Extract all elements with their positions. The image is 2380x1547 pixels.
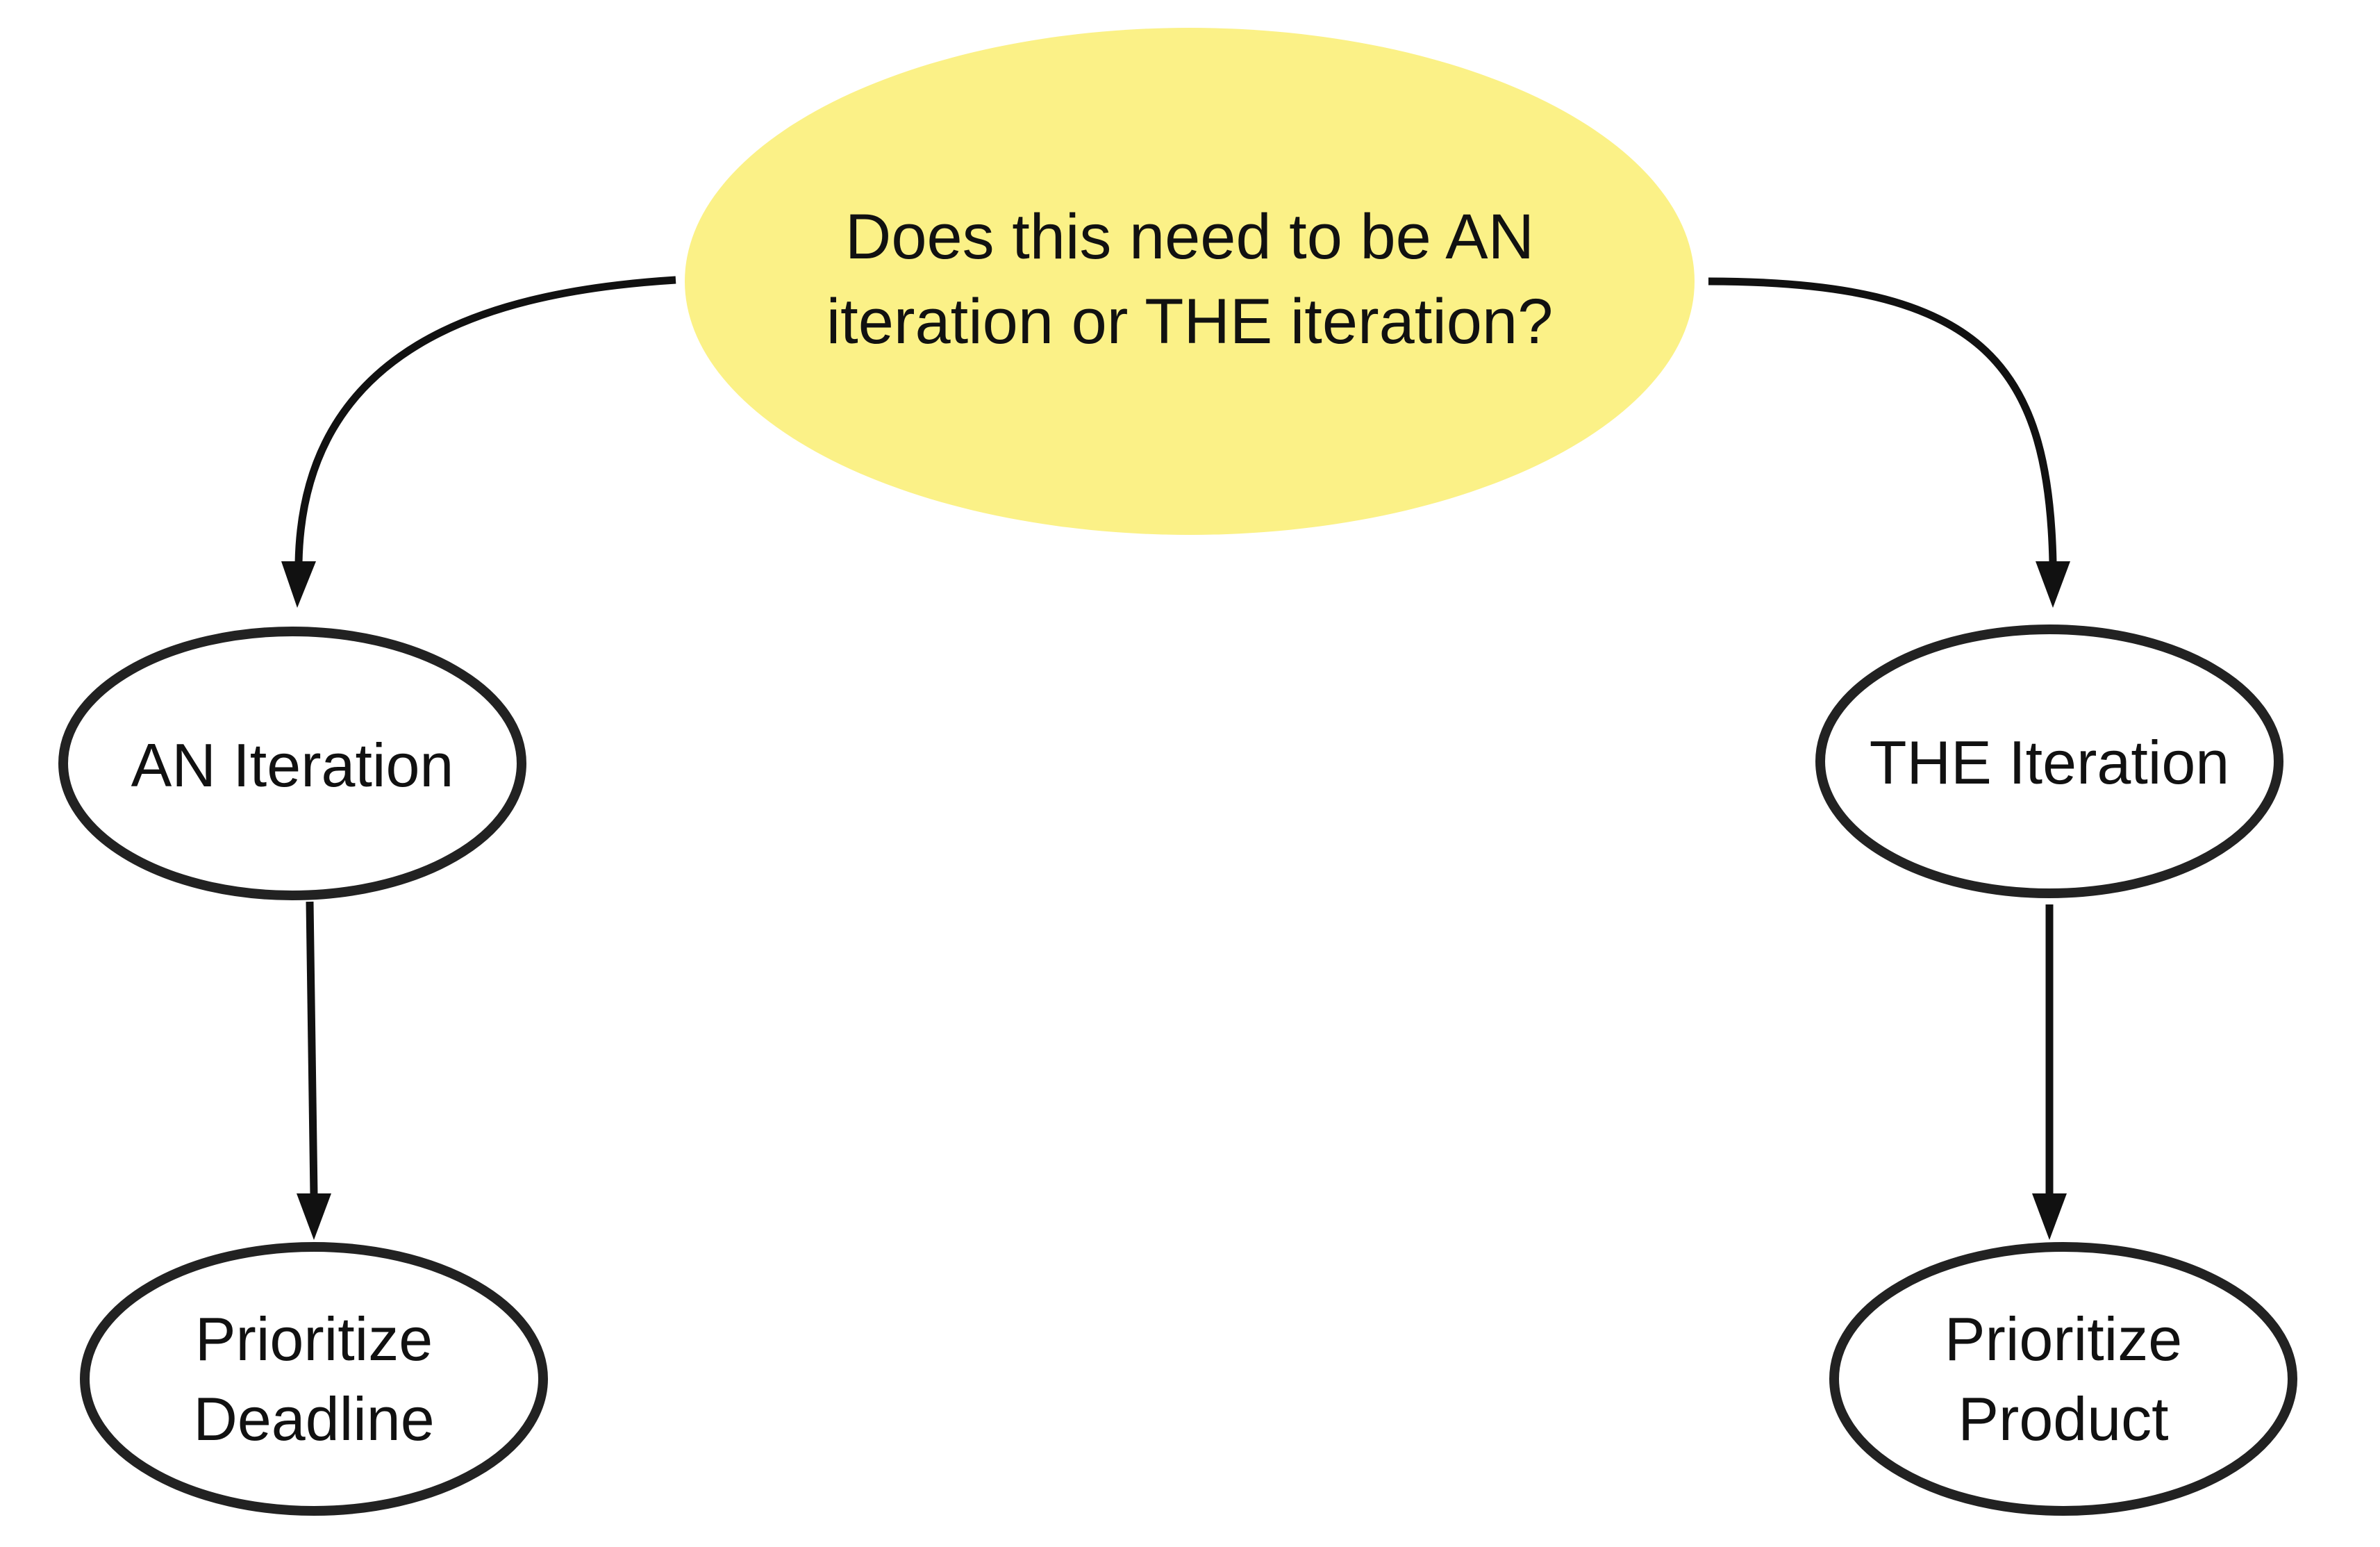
prioritize-product-line-1: Prioritize (1945, 1305, 2182, 1373)
edges (281, 276, 2070, 1240)
the-iteration-node-shape (1815, 624, 2283, 898)
arrowhead-prioritize-product (2032, 1193, 2067, 1240)
an-iteration-node-shape (58, 627, 526, 900)
prioritize-deadline-line-2: Deadline (193, 1384, 434, 1453)
prioritize-product-node-shape (1829, 1242, 2297, 1516)
arrowhead-an-iteration (281, 561, 316, 608)
arrowhead-prioritize-deadline (297, 1193, 331, 1240)
root-node-shape (685, 28, 1695, 535)
prioritize-deadline-line-1: Prioritize (195, 1305, 433, 1373)
prioritize-deadline-node[interactable]: Prioritize Deadline (80, 1242, 548, 1516)
an-iteration-label: AN Iteration (131, 731, 454, 800)
root-node[interactable]: Does this need to be AN iteration or THE… (685, 28, 1695, 535)
the-iteration-node[interactable]: THE Iteration (1815, 624, 2283, 898)
prioritize-product-node[interactable]: Prioritize Product (1829, 1242, 2297, 1516)
the-iteration-label: THE Iteration (1870, 728, 2229, 797)
root-node-line-1: Does this need to be AN (845, 201, 1534, 272)
prioritize-deadline-node-shape (80, 1242, 548, 1516)
an-iteration-node[interactable]: AN Iteration (58, 627, 526, 900)
root-node-line-2: iteration or THE iteration? (826, 286, 1554, 357)
edge-an-iteration-to-prioritize-deadline (306, 901, 318, 1196)
prioritize-product-line-2: Product (1958, 1384, 2168, 1453)
edge-root-to-the-iteration (1708, 277, 2057, 563)
arrowhead-the-iteration (2036, 561, 2070, 608)
edge-root-to-an-iteration (294, 276, 676, 563)
